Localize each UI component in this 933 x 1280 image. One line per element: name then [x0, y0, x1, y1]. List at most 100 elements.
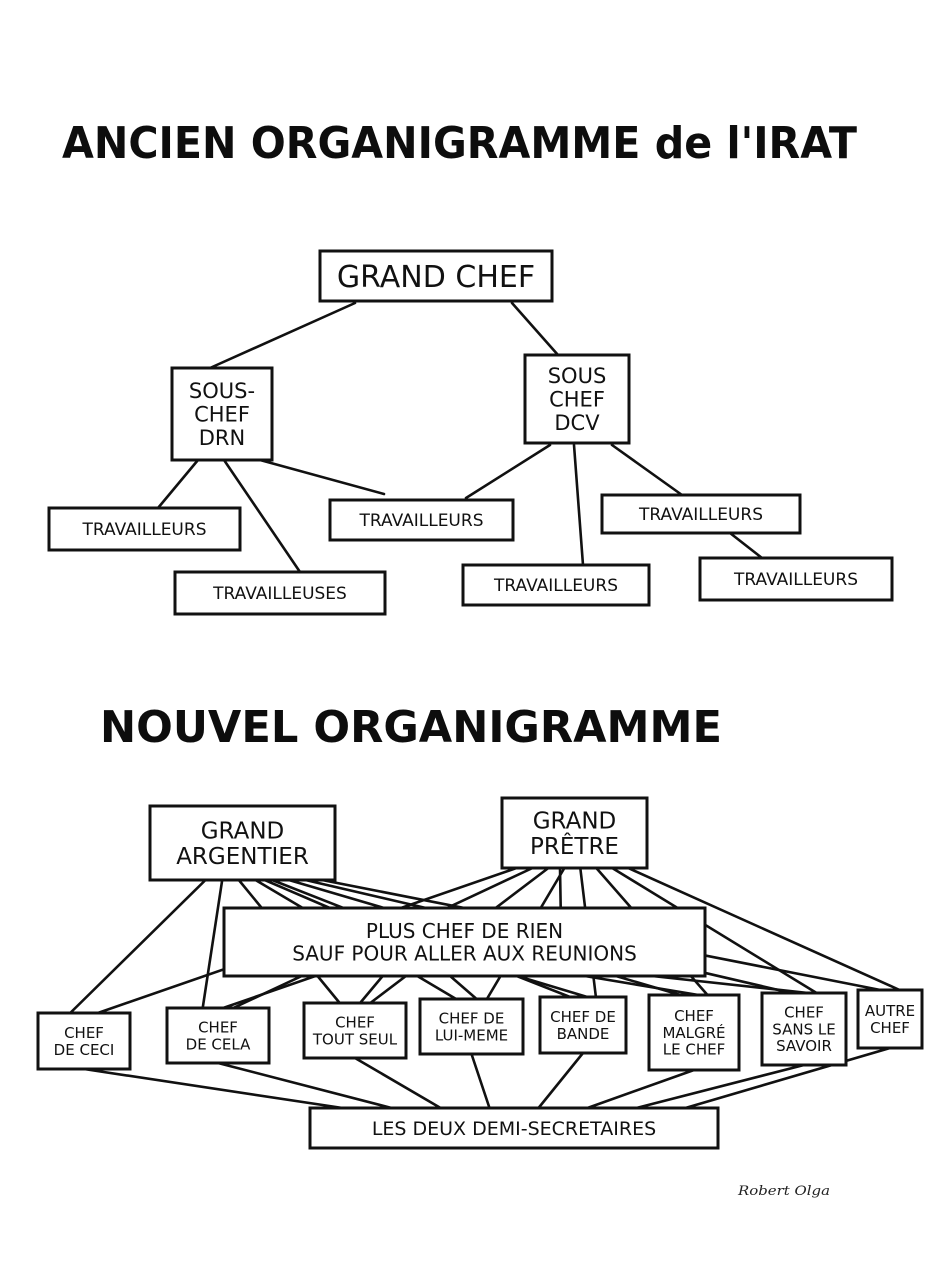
node-label: TRAVAILLEURS [638, 505, 763, 525]
box-chef-de-ceci [36, 1011, 132, 1071]
node-label: GRAND CHEF [337, 260, 535, 295]
node-label: GRAND [533, 808, 617, 834]
box-travailleuses [173, 570, 387, 616]
node-label: DCV [554, 411, 600, 435]
box-travailleurs-5 [698, 556, 894, 602]
edge-plus-chef-de-rien-to-chef-de-bande [516, 974, 589, 999]
boxes-layer: GRAND CHEFSOUS-CHEFDRNSOUSCHEFDCVTRAVAIL… [36, 249, 924, 1150]
node-travailleurs-2: TRAVAILLEURS [328, 498, 515, 542]
node-label: TRAVAILLEURS [493, 576, 618, 596]
node-label: SAVOIR [776, 1037, 832, 1055]
box-chef-sans-le-savoir [760, 991, 848, 1067]
box-chef-de-bande [538, 995, 628, 1055]
node-label: LE CHEF [663, 1041, 725, 1059]
node-label: SOUS- [189, 379, 255, 403]
node-grand-chef: GRAND CHEF [318, 249, 554, 303]
node-label: DRN [199, 426, 245, 450]
node-label: TRAVAILLEUSES [212, 584, 347, 604]
node-travailleurs-3: TRAVAILLEURS [461, 563, 651, 607]
edge-plus-chef-de-rien-to-chef-sans-le-savoir [650, 974, 810, 995]
edge-travailleurs-4-to-travailleurs-5 [728, 531, 764, 560]
box-grand-chef [318, 249, 554, 303]
node-label: CHEF [549, 388, 605, 412]
box-grand-pretre [500, 796, 649, 870]
edge-chef-malgre-le-chef-to-demi-secretaires [586, 1068, 696, 1110]
node-travailleurs-4: TRAVAILLEURS [600, 493, 802, 535]
box-travailleurs-1 [47, 506, 242, 552]
node-label: TOUT SEUL [312, 1030, 398, 1048]
box-travailleurs-4 [600, 493, 802, 535]
edge-chef-de-ceci-to-demi-secretaires [82, 1067, 344, 1110]
edge-sous-chef-drn-to-travailleuses [222, 458, 302, 574]
node-label: CHEF [674, 1007, 714, 1025]
node-label: CHEF [194, 403, 250, 427]
node-label: TRAVAILLEURS [359, 511, 484, 531]
node-label: TRAVAILLEURS [82, 520, 207, 540]
edge-chef-de-lui-meme-to-demi-secretaires [470, 1052, 491, 1110]
node-label: PLUS CHEF DE RIEN [366, 919, 563, 943]
edge-plus-chef-de-rien-to-chef-de-lui-meme [448, 974, 478, 1001]
node-label: LUI-MEME [435, 1026, 508, 1044]
edge-autre-chef-to-demi-secretaires [684, 1046, 892, 1110]
node-label: ARGENTIER [176, 844, 309, 870]
box-chef-malgre-le-chef [647, 993, 741, 1072]
box-demi-secretaires [308, 1106, 720, 1150]
node-label: CHEF [784, 1004, 824, 1022]
signature: Robert Olga [737, 1184, 830, 1199]
node-label: CHEF DE [550, 1008, 616, 1026]
edge-plus-chef-de-rien-to-chef-malgre-le-chef [583, 974, 700, 997]
node-label: DE CECI [54, 1041, 115, 1059]
old-chart-title: ANCIEN ORGANIGRAMME de l'IRAT [62, 118, 857, 169]
edge-grand-argentier-to-chef-de-cela [201, 878, 224, 1010]
edge-sous-chef-dcv-to-travailleurs-3 [572, 443, 585, 567]
new-chart-title: NOUVEL ORGANIGRAMME [100, 702, 722, 753]
box-chef-de-cela [165, 1006, 271, 1065]
box-plus-chef-de-rien [222, 906, 707, 978]
node-demi-secretaires: LES DEUX DEMI-SECRETAIRES [308, 1106, 720, 1150]
box-travailleurs-3 [461, 563, 651, 607]
box-grand-argentier [148, 804, 337, 882]
node-label: CHEF [335, 1014, 375, 1032]
edge-grand-chef-to-sous-chef-dcv [510, 301, 560, 357]
edge-grand-argentier-to-plus-chef-de-rien [263, 878, 332, 910]
edge-chef-tout-seul-to-demi-secretaires [353, 1056, 442, 1110]
box-travailleurs-2 [328, 498, 515, 542]
node-label: MALGRÉ [662, 1023, 725, 1042]
node-label: CHEF [64, 1024, 104, 1042]
node-label: CHEF DE [439, 1010, 505, 1028]
node-label: CHEF [198, 1019, 238, 1037]
edge-grand-chef-to-sous-chef-drn [208, 301, 357, 370]
node-label: AUTRE [865, 1002, 915, 1020]
edge-plus-chef-de-rien-to-chef-de-cela [221, 974, 317, 1010]
node-label: LES DEUX DEMI-SECRETAIRES [372, 1118, 656, 1140]
node-label: DE CELA [186, 1035, 251, 1053]
edge-sous-chef-dcv-to-travailleurs-2 [464, 443, 552, 500]
node-travailleuses: TRAVAILLEUSES [173, 570, 387, 616]
node-travailleurs-5: TRAVAILLEURS [698, 556, 894, 602]
box-chef-de-lui-meme [418, 997, 525, 1056]
edge-grand-pretre-to-chef-sans-le-savoir [610, 866, 818, 995]
node-label: CHEF [870, 1019, 910, 1037]
box-sous-chef-drn [170, 366, 274, 462]
node-travailleurs-1: TRAVAILLEURS [47, 506, 242, 552]
edge-grand-pretre-to-autre-chef [626, 866, 901, 992]
node-label: SANS LE [772, 1020, 835, 1038]
signature-text: Robert Olga [737, 1184, 830, 1199]
edge-plus-chef-de-rien-to-chef-tout-seul [358, 974, 385, 1005]
edge-grand-argentier-to-chef-de-ceci [68, 878, 207, 1015]
node-label: PRÊTRE [530, 832, 619, 860]
edge-sous-chef-drn-to-travailleurs-2 [258, 458, 386, 496]
